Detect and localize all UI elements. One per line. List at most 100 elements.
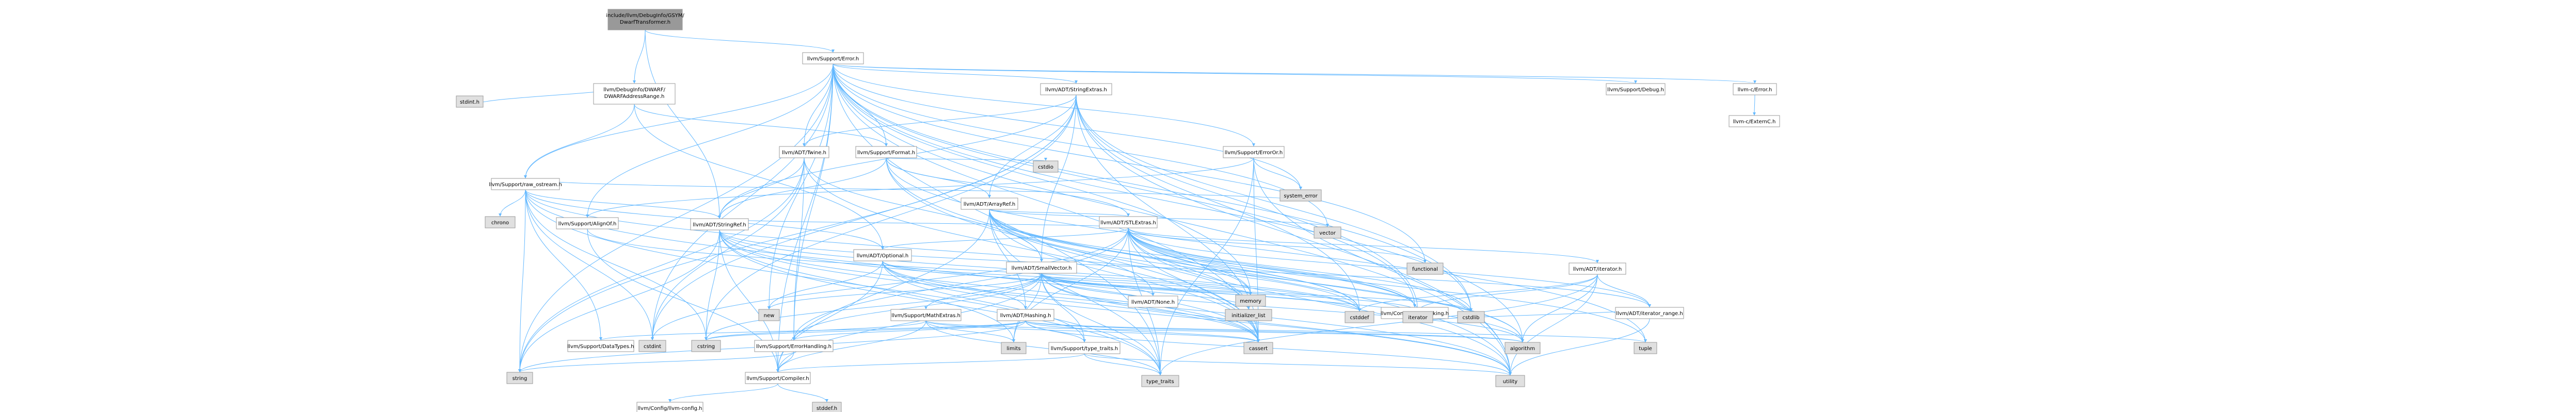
edge-hashing-to-tuple	[1025, 320, 1647, 343]
node-label: utility	[1503, 379, 1518, 385]
node-box	[1243, 342, 1273, 354]
node-box	[638, 340, 666, 352]
edge-hashing-to-algorithm	[1025, 320, 1524, 343]
node-iterator: iterator	[1402, 311, 1433, 323]
node-box	[1128, 295, 1178, 308]
edge-smallvector-to-cstddef	[1041, 273, 1361, 312]
node-box	[1099, 216, 1158, 228]
node-label: llvm/ADT/SmallVector.h	[1012, 266, 1072, 271]
edge-iterator-to-cstddef	[1358, 274, 1598, 312]
node-box	[636, 402, 703, 412]
node-stddef-h: stddef.h	[812, 402, 842, 412]
edge-smallvector-to-memory	[1041, 273, 1252, 295]
node-box	[1141, 375, 1179, 387]
node-llvm-support-debug-h[interactable]: llvm/Support/Debug.h	[1606, 83, 1666, 95]
node-llvm-adt-arrayref-h[interactable]: llvm/ADT/ArrayRef.h	[961, 197, 1018, 210]
node-llvm-c-externc-h[interactable]: llvm-c/ExternC.h	[1729, 115, 1780, 127]
node-llvm-support-compiler-h[interactable]: llvm/Support/Compiler.h	[745, 372, 811, 384]
node-llvm-adt-stringref-h[interactable]: llvm/ADT/StringRef.h	[690, 218, 749, 230]
node-label: llvm/Support/Debug.h	[1607, 87, 1664, 93]
edge-mathextras-to-limits	[925, 320, 1015, 343]
node-llvm-adt-none-h[interactable]: llvm/ADT/None.h	[1128, 295, 1178, 308]
node-box	[802, 52, 864, 64]
node-box	[456, 95, 484, 108]
node-label: llvm/ADT/None.h	[1131, 300, 1175, 305]
node-label: cassert	[1249, 346, 1268, 352]
edge-optional-to-none	[882, 260, 1155, 296]
edge-raw_ostream-to-cstdint	[525, 189, 654, 341]
node-box	[1634, 342, 1657, 354]
edge-stringref-to-string	[518, 229, 720, 373]
node-chrono: chrono	[485, 216, 516, 228]
edge-smallvector-to-utility	[1041, 273, 1512, 376]
node-label: string	[513, 376, 527, 382]
node-label: llvm/Support/Compiler.h	[746, 376, 809, 382]
edge-error-to-cstdint	[651, 63, 834, 341]
node-llvm-support-errorhandling-h[interactable]: llvm/Support/ErrorHandling.h	[754, 340, 834, 352]
node-llvm-debuginfo-dwarf-dwarfaddressrange-h[interactable]: llvm/DebugInfo/DWARF/DWARFAddressRange.h	[593, 83, 676, 105]
edge-arrayref-to-iterator_std	[989, 209, 1419, 312]
edge-optional-to-hashing	[882, 260, 1027, 310]
node-label: functional	[1412, 267, 1438, 272]
node-llvm-adt-stlextras-h[interactable]: llvm/ADT/STLExtras.h	[1099, 216, 1158, 228]
edge-stlextras-to-cstddef	[1128, 227, 1361, 312]
edge-error-to-errorhandling	[792, 63, 834, 341]
edge-error-to-alignof	[586, 63, 834, 218]
edge-erroror-to-alignof	[586, 157, 1254, 218]
edge-error-to-type_traits	[833, 63, 1162, 376]
edge-alignof-to-cstddef	[587, 228, 1361, 312]
edge-typetraits-to-utility	[1084, 353, 1512, 376]
edge-smallvector-to-mathextras	[924, 273, 1042, 310]
edge-root-to-dwarfrange	[633, 29, 646, 84]
edge-error-to-erroror	[833, 63, 1255, 147]
edge-raw_ostream-to-cstddef	[525, 189, 1361, 312]
node-label: new	[764, 313, 775, 319]
edge-mathextras-to-compiler	[776, 320, 926, 373]
node-label: llvm-c/ExternC.h	[1733, 119, 1776, 125]
edge-optional-to-typetraits	[882, 260, 1086, 343]
edge-stringref-to-utility	[719, 229, 1512, 376]
node-llvm-support-error-h[interactable]: llvm/Support/Error.h	[802, 52, 864, 64]
edge-root-to-stringref	[645, 29, 721, 219]
edge-stlextras-to-limits	[1012, 227, 1129, 343]
node-box	[1225, 309, 1272, 321]
edge-stringref-to-iterator_range	[719, 229, 1651, 308]
node-label: tuple	[1639, 346, 1652, 352]
node-llvm-adt-twine-h[interactable]: llvm/ADT/Twine.h	[779, 146, 829, 158]
node-llvm-adt-smallvector-h[interactable]: llvm/ADT/SmallVector.h	[1006, 261, 1077, 274]
node-label: limits	[1006, 346, 1020, 352]
node-llvm-adt-stringextras-h[interactable]: llvm/ADT/StringExtras.h	[1040, 83, 1112, 95]
node-label: stddef.h	[817, 406, 837, 411]
node-llvm-support-datatypes-h[interactable]: llvm/Support/DataTypes.h	[567, 340, 634, 352]
node-include-llvm-debuginfo-gsym-dwarftransformer-h[interactable]: include/llvm/DebugInfo/GSYM/DwarfTransfo…	[606, 9, 684, 30]
node-llvm-support-mathextras-h[interactable]: llvm/Support/MathExtras.h	[890, 309, 962, 321]
edge-smallvector-to-new	[767, 273, 1042, 310]
node-memory: memory	[1235, 294, 1266, 307]
node-llvm-support-raw-ostream-h[interactable]: llvm/Support/raw_ostream.h	[489, 178, 562, 190]
node-llvm-adt-hashing-h[interactable]: llvm/ADT/Hashing.h	[997, 309, 1054, 321]
node-llvm-config-llvm-config-h[interactable]: llvm/Config/llvm-config.h	[636, 402, 703, 412]
node-llvm-support-format-h[interactable]: llvm/Support/Format.h	[855, 146, 917, 158]
node-label: cstring	[697, 344, 715, 350]
node-utility: utility	[1495, 375, 1525, 387]
node-llvm-adt-iterator-range-h[interactable]: llvm/ADT/iterator_range.h	[1615, 307, 1684, 319]
node-box	[690, 218, 749, 230]
node-llvm-c-error-h[interactable]: llvm-c/Error.h	[1733, 83, 1777, 95]
node-llvm-adt-optional-h[interactable]: llvm/ADT/Optional.h	[853, 249, 912, 261]
edge-stringref-to-type_traits	[719, 229, 1162, 376]
edge-smallvector-to-limits	[1012, 273, 1042, 343]
node-llvm-support-erroror-h[interactable]: llvm/Support/ErrorOr.h	[1223, 146, 1285, 158]
node-llvm-support-alignof-h[interactable]: llvm/Support/AlignOf.h	[556, 217, 619, 229]
edge-stlextras-to-tuple	[1128, 227, 1647, 343]
node-llvm-adt-iterator-h[interactable]: llvm/ADT/iterator.h	[1569, 262, 1626, 275]
edge-twine-to-stringref	[718, 157, 805, 219]
edge-arrayref-to-initializer_list	[989, 209, 1250, 310]
edge-hashing-to-errorhandling	[792, 320, 1026, 341]
edge-stlextras-to-cstdint	[651, 227, 1129, 341]
node-label: llvm/Support/Error.h	[807, 56, 859, 62]
edge-error-to-cassert	[833, 63, 1260, 343]
edge-error-to-stringextras	[833, 63, 1078, 84]
node-box	[890, 309, 962, 321]
edge-raw_ostream-to-chrono	[499, 189, 526, 217]
node-llvm-support-type-traits-h[interactable]: llvm/Support/type_traits.h	[1048, 342, 1121, 354]
